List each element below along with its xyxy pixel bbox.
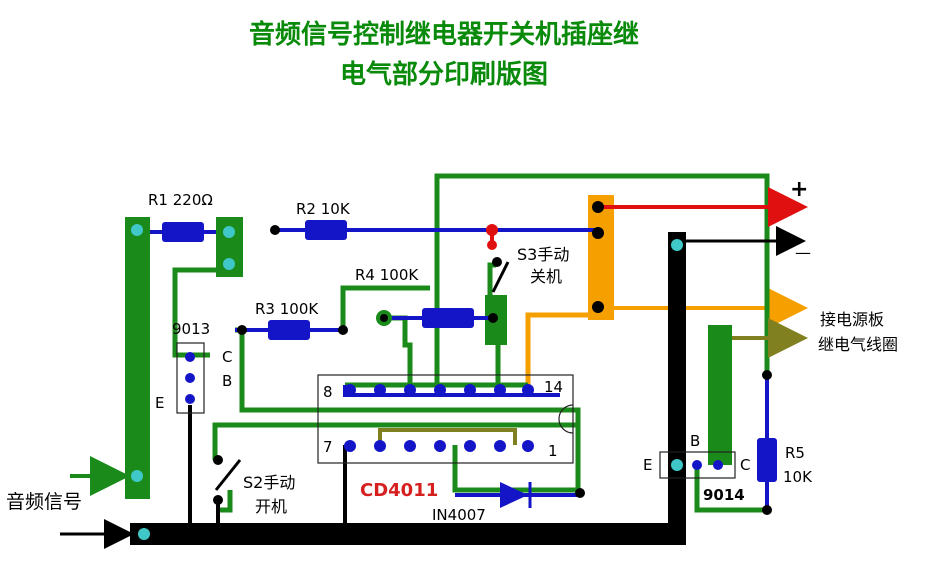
q2-pin-b-label: B <box>690 432 700 450</box>
s3-label-2: 关机 <box>530 267 562 286</box>
pads <box>131 201 772 540</box>
q1-label: 9013 <box>172 320 210 338</box>
q1-pin-e-label: E <box>155 394 164 412</box>
q1-outline <box>176 342 205 414</box>
s2-label-2: 开机 <box>255 497 287 516</box>
pin-14-label: 14 <box>544 378 563 396</box>
cd4011-chip <box>317 374 574 464</box>
r2-label: R2 10K <box>296 200 351 218</box>
pin-8-label: 8 <box>323 383 333 401</box>
resistor-r4 <box>422 308 474 328</box>
diode-label: IN4007 <box>432 506 486 524</box>
q2-label: 9014 <box>703 486 745 504</box>
q2-pin-e-label: E <box>643 456 652 474</box>
olive-traces <box>378 318 808 445</box>
pin-7-label: 7 <box>323 438 333 456</box>
resistor-r2 <box>305 220 347 240</box>
q2-collector-bar <box>708 325 732 465</box>
power-board-label-1: 接电源板 <box>820 310 884 329</box>
switch-s2 <box>214 459 242 491</box>
power-board-label-2: 继电气线圈 <box>818 335 898 354</box>
orange-trace <box>525 195 808 385</box>
q1-pin-c-label: C <box>222 348 232 366</box>
s3-label-1: S3手动 <box>517 245 569 264</box>
plus-label: + <box>790 177 808 202</box>
diode-in4007 <box>500 482 532 508</box>
resistor-r1 <box>162 222 204 242</box>
r5-label: R5 <box>785 444 805 462</box>
audio-input-label: 音频信号 <box>6 491 82 513</box>
q2-outline <box>659 451 736 479</box>
title-line-1: 音频信号控制继电器开关机插座继 <box>248 20 639 50</box>
chip-label: CD4011 <box>360 480 438 501</box>
r1-label: R1 220Ω <box>148 191 213 209</box>
title-line-2: 电气部分印刷版图 <box>339 60 548 90</box>
r4-label: R4 100K <box>355 266 419 284</box>
r5-value-label: 10K <box>783 468 813 486</box>
red-traces <box>486 187 808 250</box>
input-pad-bar <box>125 217 150 499</box>
resistor-r5 <box>757 438 777 482</box>
switch-s3 <box>491 261 510 293</box>
pin-1-label: 1 <box>548 442 558 460</box>
minus-label: — <box>795 243 811 262</box>
s2-label-1: S2手动 <box>243 473 295 492</box>
q1-pin-b-label: B <box>222 372 232 390</box>
q2-pin-c-label: C <box>740 456 750 474</box>
r3-label: R3 100K <box>255 300 319 318</box>
resistor-r3 <box>268 320 310 340</box>
